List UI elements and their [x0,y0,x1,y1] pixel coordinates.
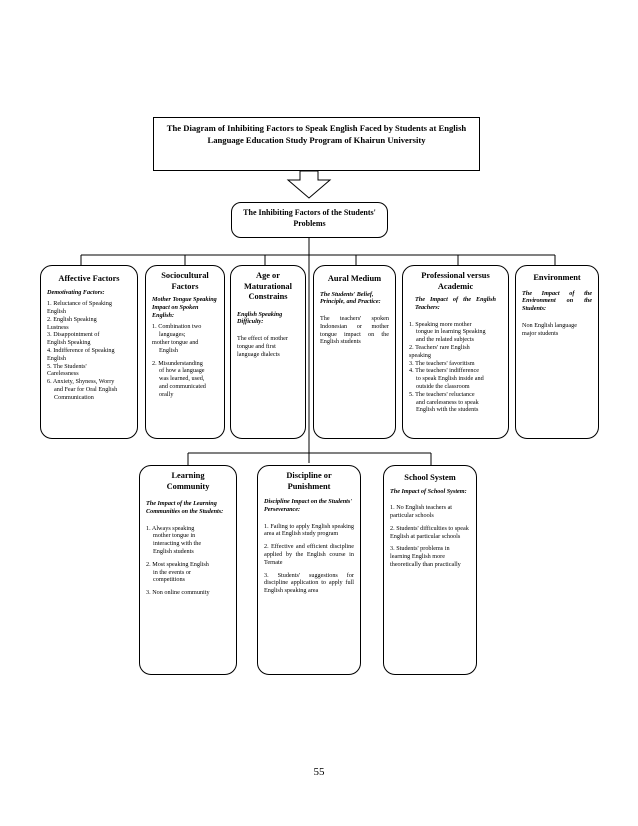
list-item: competitions [153,576,185,584]
card-subtitle: The Impact of the English Teachers: [415,296,496,311]
list-item: English [47,308,66,316]
list-item: English [47,354,66,362]
sociocultural-factors-card: Sociocultural Factors Mother Tongue Spea… [145,265,225,439]
card-title: Learning Community [166,471,210,491]
card-subtitle: Demotivating Factors: [47,288,105,296]
list-item: 3. Non online community [146,589,210,597]
list-item: 1. Failing to apply English speaking are… [264,522,354,538]
list-item: languages; [159,331,186,339]
list-item: 3. The teachers' favoritism [409,359,475,367]
central-label: The Inhibiting Factors of the Students' … [243,208,376,228]
list-item: tongue in learning Speaking [416,328,486,336]
card-title: Professional versus Academic [421,271,490,291]
aural-medium-card: Aural Medium The Students' Belief, Princ… [313,265,396,439]
list-item: and Fear for Oral English [54,386,118,394]
card-title: Environment [533,273,581,282]
school-system-card: School System The Impact of School Syste… [383,465,477,675]
list-item: 1. Speaking more mother [409,320,472,328]
list-item: 2. Effective and efficient discipline ap… [264,543,354,566]
card-subtitle: The Impact of School System: [390,487,467,495]
list-item: Carelessness [47,370,79,378]
list-item: 2. English Speaking [47,315,97,323]
list-item: 4. The teachers' indifference [409,367,479,375]
central-box: The Inhibiting Factors of the Students' … [231,202,388,238]
affective-factors-card: Affective Factors Demotivating Factors: … [40,265,138,439]
list-item: 3. Disappointment of [47,331,100,339]
list-item: Lustness [47,323,69,331]
environment-card: Environment The Impact of the Environmen… [515,265,599,439]
list-item: 5. The Students' [47,362,87,370]
list-item: 2. Students' difficulties to speak Engli… [390,524,469,540]
age-constrains-card: Age or Maturational Constrains English S… [230,265,306,439]
list-item: mother tongue and [152,338,199,346]
card-subtitle: The Impact of the Learning Communities o… [146,500,224,515]
learning-community-card: Learning Community The Impact of the Lea… [139,465,237,675]
card-subtitle: Mother Tongue Speaking Impact on Spoken … [152,296,217,319]
list-item: and the related subjects [416,336,474,344]
discipline-punishment-card: Discipline or Punishment Discipline Impa… [257,465,361,675]
list-item: English [159,346,178,354]
list-item: outside the classroom [416,382,470,390]
card-title: Discipline or Punishment [286,471,332,491]
list-item: and communicated [159,382,206,390]
card-subtitle: The Students' Belief, Principle, and Pra… [320,290,381,306]
list-item: 2. Teachers' rare English [409,343,470,351]
list-item: mother tongue in [153,532,196,540]
list-item: 5. The teachers' reluctance [409,390,475,398]
list-item: 1. Combination two [152,323,202,331]
list-item: 3. Students' suggestions for discipline … [264,571,354,595]
list-item: 3. Students' problems in learning Englis… [390,545,461,569]
list-item: 2. Misunderstanding [152,359,203,367]
card-title: School System [404,473,456,482]
diagram-title-box: The Diagram of Inhibiting Factors to Spe… [153,117,480,171]
down-arrow-icon [286,170,332,199]
list-item: 4. Indifference of Speaking [47,347,115,355]
list-item: English Speaking [47,339,91,347]
card-subtitle: The Impact of the Environment on the Stu… [522,289,592,313]
list-item: 6. Anxiety, Shyness, Worry [47,378,115,386]
diagram-title: The Diagram of Inhibiting Factors to Spe… [166,123,467,145]
list-item: English students [153,547,194,555]
page-number: 55 [313,766,325,778]
card-title: Aural Medium [327,274,382,283]
card-text: The effect of mother tongue and first la… [237,335,288,358]
list-item: to speak English inside and [416,375,484,383]
list-item: of how a language [159,367,205,375]
card-subtitle: English Speaking Difficulty: [237,310,283,326]
list-item: in the events or [153,568,191,576]
list-item: was learned, used, [159,375,205,383]
list-item: speaking [409,351,431,359]
card-text: Non English language major students [522,321,577,337]
list-item: 1. No English teachers at particular sch… [390,504,453,520]
list-item: Communication [54,393,94,401]
card-subtitle: Discipline Impact on the Students' Perse… [264,498,353,513]
card-title: Sociocultural Factors [161,271,209,291]
list-item: interacting with the [153,540,202,548]
list-item: 2. Most speaking English [146,560,209,568]
list-item: English with the students [416,406,479,414]
list-item: and carelessness to speak [416,398,479,406]
card-title: Affective Factors [58,274,120,283]
card-text: The teachers' spoken Indonesian or mothe… [320,315,389,346]
list-item: orally [159,390,174,398]
card-title: Age or Maturational Constrains [244,271,292,301]
list-item: 1. Reluctance of Speaking [47,300,112,308]
list-item: 1. Always speaking [146,524,195,532]
professional-academic-card: Professional versus Academic The Impact … [402,265,509,439]
